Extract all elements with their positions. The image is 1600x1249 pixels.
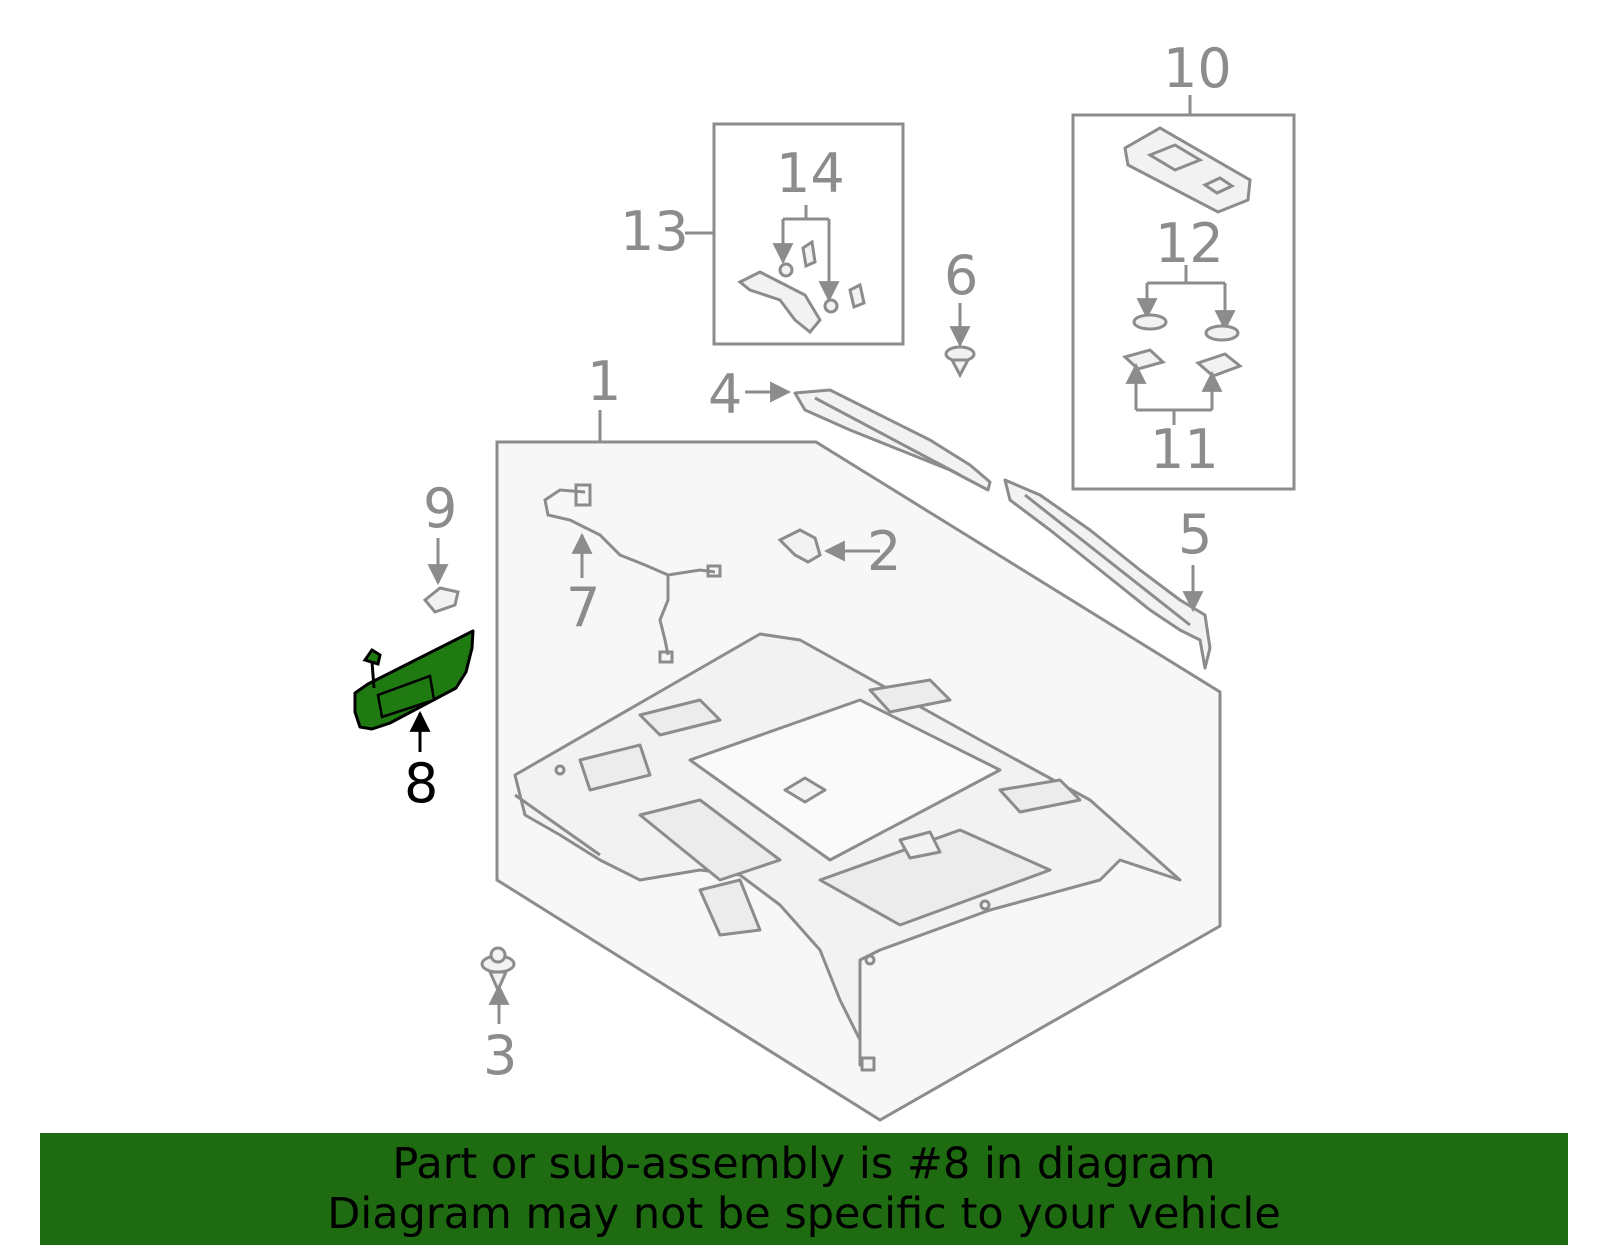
sun-visor-highlighted	[353, 629, 475, 752]
dome-lamp-box	[1071, 95, 1296, 491]
grab-handle-box	[685, 122, 905, 346]
banner-line-1: Part or sub-assembly is #8 in diagram	[392, 1139, 1216, 1189]
banner-line-2: Diagram may not be specific to your vehi…	[327, 1189, 1281, 1239]
callout-4: 4	[708, 363, 742, 426]
wiring-harness	[543, 483, 722, 664]
callout-10: 10	[1163, 37, 1232, 100]
callout-14: 14	[776, 142, 845, 205]
callout-6: 6	[944, 244, 978, 307]
callout-9: 9	[423, 477, 457, 540]
roof-rails	[793, 388, 1212, 670]
clip-6	[944, 345, 976, 379]
bracket	[777, 528, 822, 564]
clip-3	[480, 946, 516, 994]
callout-12: 12	[1155, 212, 1224, 275]
callout-8: 8	[404, 752, 438, 815]
headliner	[513, 632, 1182, 1072]
callout-7: 7	[566, 576, 600, 639]
leader-lines	[427, 303, 1204, 1024]
info-banner: Part or sub-assembly is #8 in diagram Di…	[40, 1133, 1568, 1245]
callout-3: 3	[483, 1024, 517, 1087]
callout-5: 5	[1178, 503, 1212, 566]
callout-2: 2	[867, 520, 901, 583]
clip-9	[422, 586, 460, 614]
callout-1: 1	[587, 350, 621, 413]
callout-11: 11	[1150, 418, 1219, 481]
callout-13: 13	[620, 200, 689, 263]
